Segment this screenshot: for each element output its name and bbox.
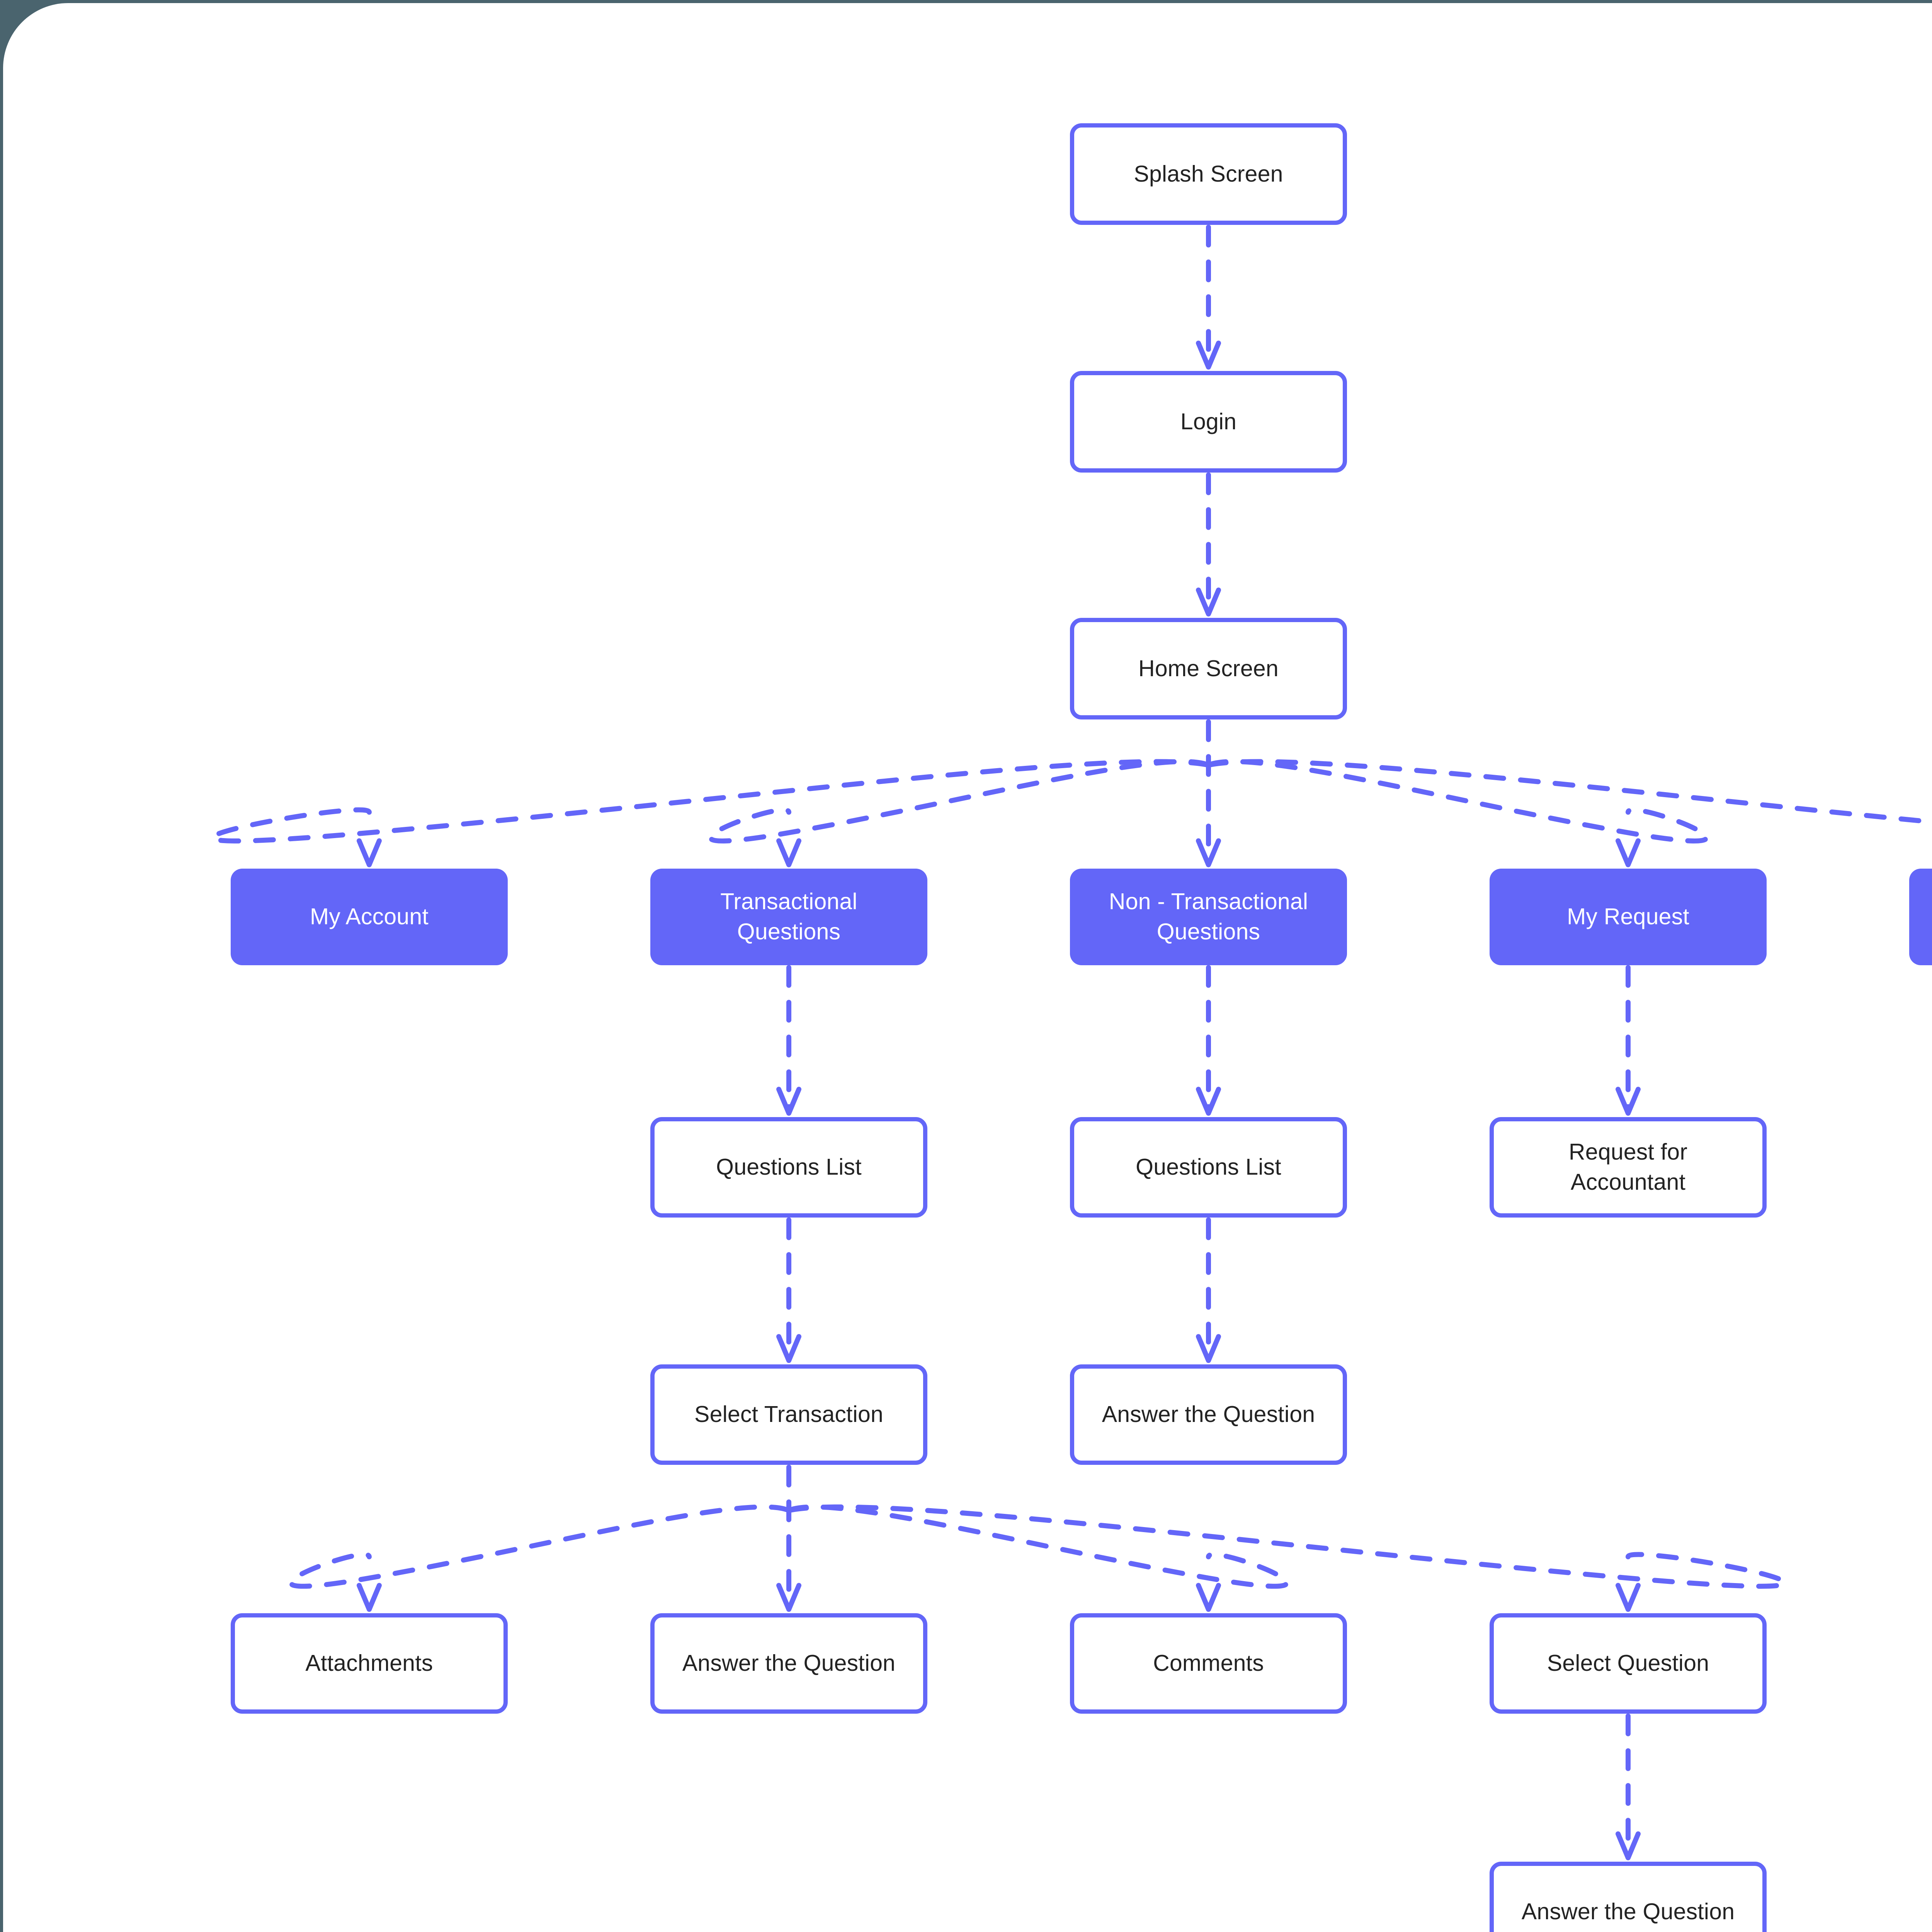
diagram-card: Splash ScreenLoginHome Screen My Account T… — [3, 3, 1932, 1932]
flow-node-ask_acct[interactable]: Ask to Accountant — [1909, 869, 1932, 965]
flow-node-ans_q_nt[interactable]: Answer the Question — [1070, 1364, 1347, 1465]
flow-node-q_list_nt[interactable]: Questions List — [1070, 1117, 1347, 1218]
flow-node-splash[interactable]: Splash Screen — [1070, 123, 1347, 225]
flow-node-ans_q_t[interactable]: Answer the Question — [650, 1613, 927, 1714]
flow-node-sel_question[interactable]: Select Question — [1490, 1613, 1767, 1714]
flow-node-comments[interactable]: Comments — [1070, 1613, 1347, 1714]
flow-node-ans_q_sel[interactable]: Answer the Question — [1490, 1862, 1767, 1932]
flow-node-nontrans_q[interactable]: Non - Transactional Questions — [1070, 869, 1347, 965]
flow-node-login[interactable]: Login — [1070, 371, 1347, 473]
flow-node-attachments[interactable]: Attachments — [231, 1613, 508, 1714]
flow-node-req_acct[interactable]: Request for Accountant — [1490, 1117, 1767, 1218]
flow-node-my_account[interactable]: My Account — [231, 869, 508, 965]
flow-node-trans_q[interactable]: Transactional Questions — [650, 869, 927, 965]
flow-node-home[interactable]: Home Screen — [1070, 618, 1347, 719]
flow-node-sel_trans[interactable]: Select Transaction — [650, 1364, 927, 1465]
flow-node-q_list_t[interactable]: Questions List — [650, 1117, 927, 1218]
flow-node-my_request[interactable]: My Request — [1490, 869, 1767, 965]
